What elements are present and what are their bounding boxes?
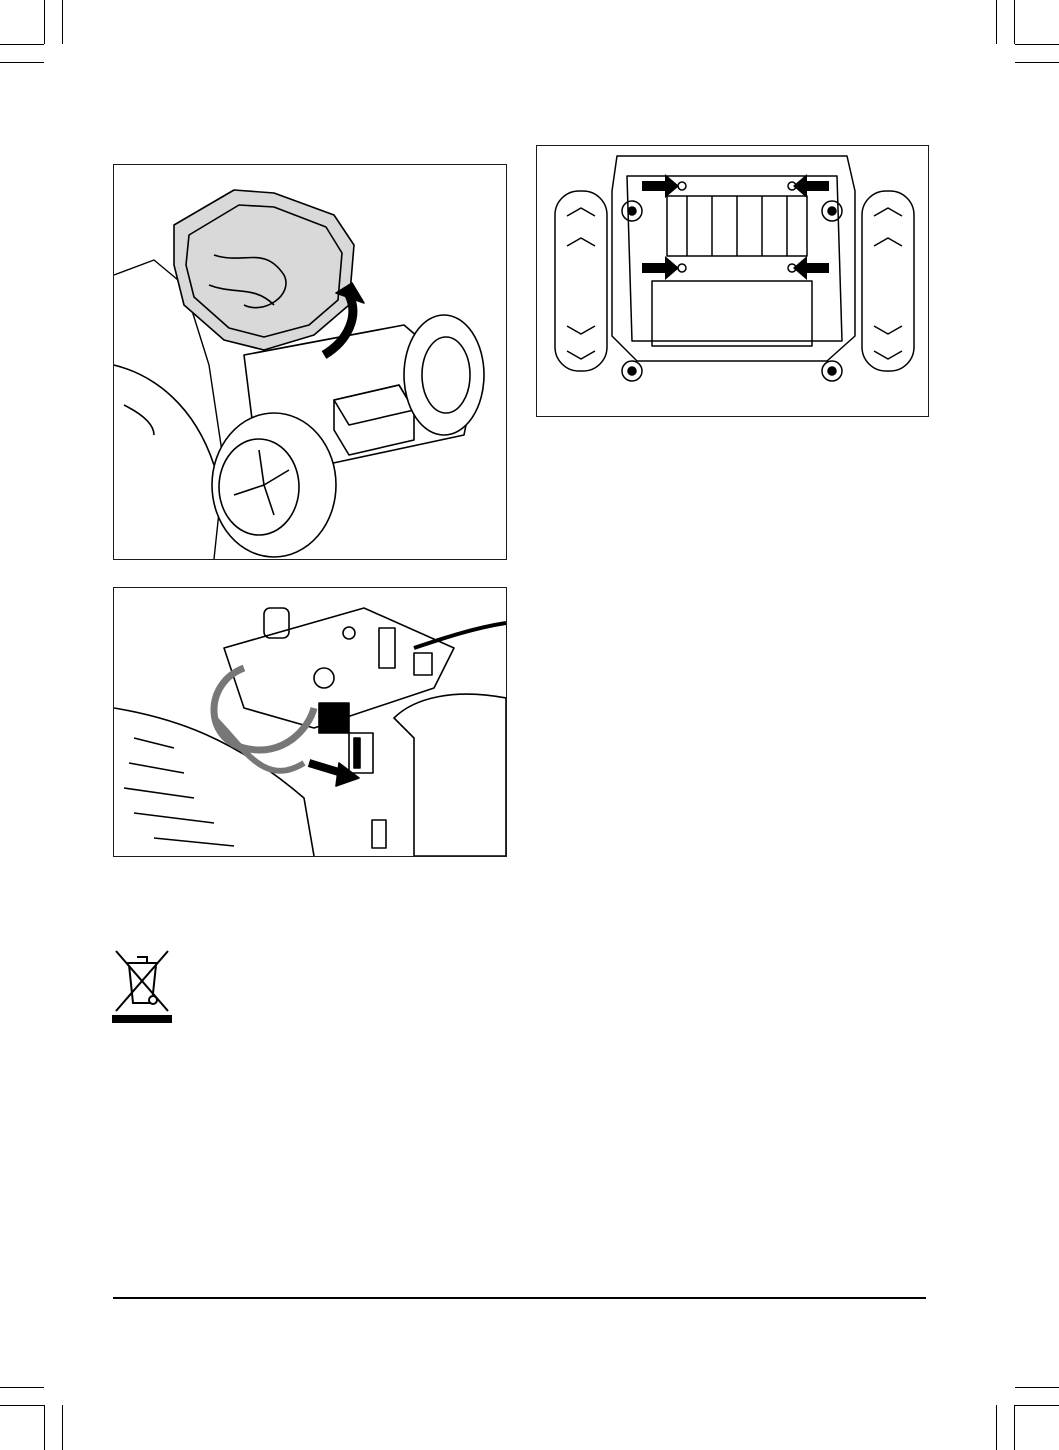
crop-mark-bottom-left-h <box>0 1387 44 1388</box>
crop-mark-bottom-left-h2 <box>0 1405 44 1406</box>
battery-cable-connector-illustration <box>114 588 506 856</box>
crop-mark-top-left-h2 <box>0 62 44 63</box>
crop-mark-top-right-v2 <box>1014 0 1015 44</box>
figure-underside <box>536 145 929 417</box>
crop-mark-bottom-right-v <box>996 1405 997 1450</box>
crop-mark-bottom-left-v2 <box>62 1405 63 1450</box>
weee-symbol <box>110 945 174 1025</box>
figure-connector <box>113 587 507 857</box>
footer-rule <box>113 1297 926 1299</box>
crop-mark-top-left-h <box>0 44 44 45</box>
crop-mark-top-left-v <box>44 0 45 44</box>
mower-chassis-lift-body-illustration <box>114 165 506 559</box>
crop-mark-top-right-h2 <box>1015 62 1059 63</box>
crop-mark-bottom-right-v2 <box>1014 1405 1015 1450</box>
crop-mark-top-right-h <box>1015 44 1059 45</box>
crop-mark-bottom-left-v <box>44 1405 45 1450</box>
crop-mark-top-right-v <box>996 0 997 44</box>
crossed-out-wheelie-bin-icon <box>110 945 174 1025</box>
figure-lift-body <box>113 164 507 560</box>
crop-mark-bottom-right-h <box>1015 1387 1059 1388</box>
crop-mark-bottom-right-h2 <box>1015 1405 1059 1406</box>
chassis-underside-screw-arrows-illustration <box>537 146 928 416</box>
crop-mark-top-left-v2 <box>62 0 63 44</box>
